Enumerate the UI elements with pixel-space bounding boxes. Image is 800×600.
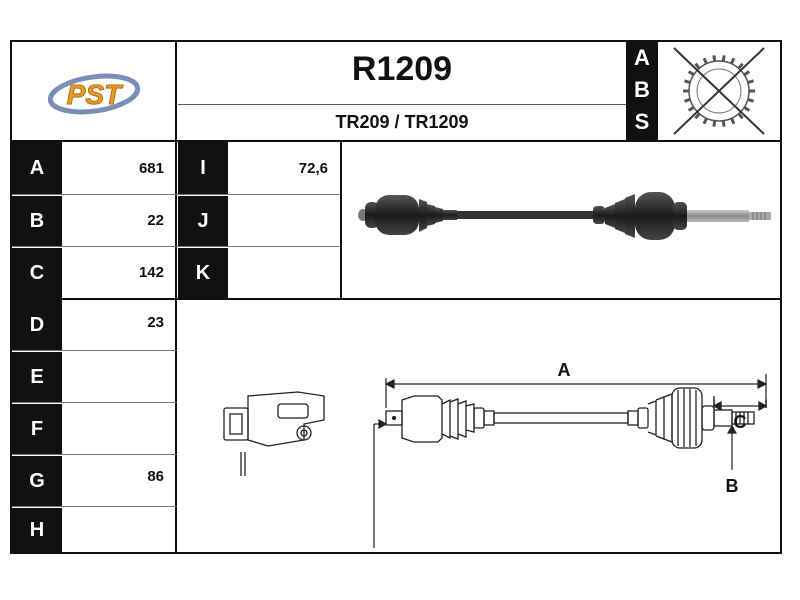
spec-label-e: E: [12, 352, 62, 402]
title-divider: [178, 104, 626, 105]
abs-tooth: [684, 79, 691, 84]
spec-label-k: K: [178, 248, 228, 298]
abs-tooth: [730, 57, 736, 65]
abs-ring-cell: [658, 42, 780, 140]
abs-letter-s: S: [634, 109, 650, 134]
abs-tooth: [694, 62, 701, 70]
abs-tooth: [737, 112, 744, 120]
spec-label-i: I: [178, 142, 228, 194]
spec-label-h: H: [12, 508, 62, 552]
spec-value-a: 681: [138, 160, 164, 177]
abs-tooth: [743, 70, 751, 77]
abs-tooth: [721, 120, 726, 127]
dimension-a-label: A: [558, 360, 571, 380]
abs-letter-a: A: [634, 45, 650, 70]
abs-tooth: [730, 117, 736, 125]
spec-label-a: A: [12, 142, 62, 194]
abs-tooth: [702, 57, 708, 65]
product-photo: [343, 142, 780, 298]
spec-column-left: [12, 142, 177, 552]
drive-shaft-dimension-drawing: A C D B: [223, 360, 768, 572]
technical-drawing: A C D B: [178, 300, 780, 572]
abs-tooth: [684, 98, 691, 103]
spec-column-middle: [178, 142, 342, 298]
spec-label-j: J: [178, 196, 228, 246]
reference-numbers: TR209 / TR1209: [335, 112, 469, 132]
part-number-title: R1209: [351, 50, 453, 88]
product-sheet: PST R1209 TR209 / TR1209 A B S A 681 B 2…: [10, 40, 782, 572]
header-row: [12, 42, 780, 142]
spec-value-c: 142: [138, 264, 164, 281]
abs-tooth: [743, 105, 751, 112]
dimension-c-label: C: [734, 412, 747, 432]
abs-tooth: [687, 70, 695, 77]
spec-value-g: 86: [147, 468, 164, 485]
logo-text: PST: [67, 79, 124, 110]
abs-tooth: [712, 55, 717, 62]
spec-label-g: G: [12, 456, 62, 506]
spec-value-b: 22: [147, 212, 164, 229]
abs-column: A B S: [626, 42, 658, 140]
pst-logo: PST: [47, 73, 141, 115]
abs-ring-crossed-icon: [673, 47, 765, 135]
abs-tooth: [702, 117, 708, 125]
abs-letter-b: B: [634, 77, 650, 102]
drive-shaft-photo: [358, 192, 771, 240]
abs-tooth: [747, 79, 754, 84]
spec-value-d: 23: [147, 314, 164, 331]
spec-label-f: F: [12, 404, 62, 454]
spec-value-i: 72,6: [298, 160, 328, 177]
logo-cell: PST: [12, 42, 177, 142]
spec-label-c: C: [12, 248, 62, 298]
abs-tooth: [694, 112, 701, 120]
spec-label-b: B: [12, 196, 62, 246]
abs-tooth: [737, 62, 744, 70]
dimension-b-label: B: [726, 476, 739, 496]
spec-label-d: D: [12, 300, 62, 350]
abs-tooth: [721, 55, 726, 62]
abs-tooth: [747, 98, 754, 103]
abs-tooth: [687, 105, 695, 112]
abs-tooth: [712, 120, 717, 127]
